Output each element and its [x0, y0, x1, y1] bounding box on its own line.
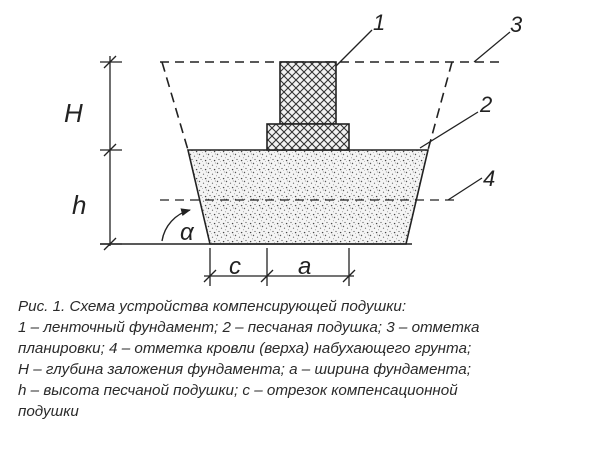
foundation-footing — [266, 123, 350, 151]
dim-tick-mark-bottom — [103, 237, 117, 251]
figure-caption: Рис. 1. Схема устройства компенсирующей … — [18, 296, 588, 422]
caption-line: 1 – ленточный фундамент; 2 – песчаная по… — [18, 319, 480, 336]
leader-1 — [335, 29, 373, 67]
leader-3 — [473, 31, 511, 63]
dim-tick-mark-mid — [103, 143, 117, 157]
depth-H-label: H — [64, 98, 83, 128]
dim-tick-mark-c-left — [203, 269, 217, 283]
angle-arc — [161, 208, 191, 242]
dim-tick-mark-a-right — [342, 269, 356, 283]
width-a-label: a — [298, 253, 311, 280]
caption-line: планировки; 4 – отметка кровли (верха) н… — [18, 340, 472, 357]
sand-cushion — [186, 149, 430, 245]
callout-2-label: 2 — [479, 92, 492, 117]
foundation-stem — [279, 61, 337, 125]
callout-4-label: 4 — [483, 166, 495, 191]
leader-4 — [447, 177, 483, 201]
caption-line: h – высота песчаной подушки; c – отрезок… — [18, 382, 458, 399]
trench-slope-left — [161, 61, 189, 151]
height-h-label: h — [72, 190, 86, 220]
caption-line: Рис. 1. Схема устройства компенсирующей … — [18, 298, 407, 315]
caption-line: подушки — [18, 403, 79, 420]
trench-slope-right — [427, 61, 453, 151]
callout-1-label: 1 — [373, 10, 385, 35]
caption-line: H – глубина заложения фундамента; a – ши… — [18, 361, 471, 378]
segment-c-label: c — [229, 253, 241, 280]
callout-3-label: 3 — [510, 12, 523, 37]
leader-2 — [419, 111, 479, 149]
dim-tick-mark-c-right — [260, 269, 274, 283]
angle-alpha-label: α — [180, 219, 195, 246]
dim-tick-mark-top — [103, 55, 117, 69]
compensating-cushion-diagram: 1 2 3 4 H h c a α — [64, 10, 523, 286]
